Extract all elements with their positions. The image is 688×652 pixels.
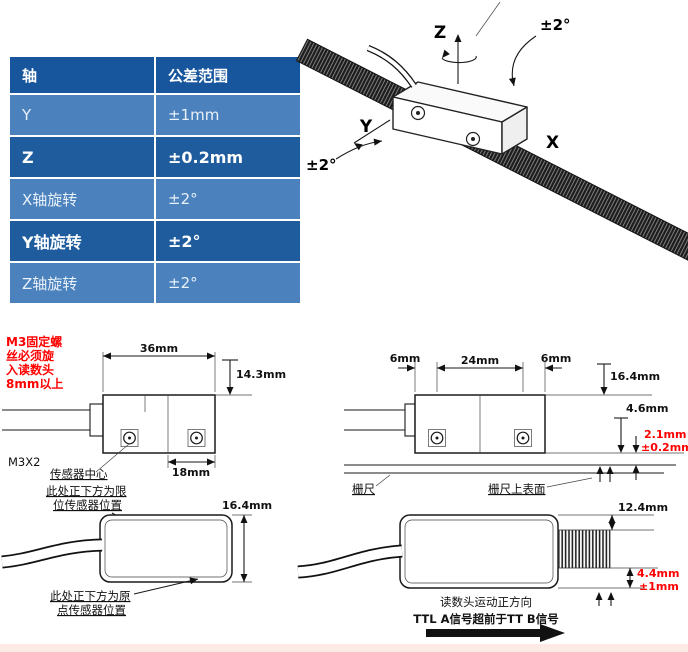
svg-text:16.4mm: 16.4mm <box>222 499 272 512</box>
x-rotation-tolerance: ±2° <box>508 16 571 87</box>
dim-36mm: 36mm <box>102 342 216 392</box>
limit-sensor-note: 位传感器位置 <box>53 498 122 512</box>
read-head-top-view <box>399 514 559 589</box>
dim-12-4mm: 12.4mm <box>558 501 668 531</box>
read-head-top-view <box>99 514 233 583</box>
top-view-right: 12.4mm 4.4mm ±1mm 读数头运动正方向 TTL A信号超 <box>297 501 679 642</box>
axis-cell: Y <box>10 95 154 135</box>
m3-note-line: 入读数头 <box>6 362 54 377</box>
svg-text:18mm: 18mm <box>172 466 210 479</box>
m3x2-label: M3X2 <box>8 455 40 469</box>
origin-sensor-note: 点传感器位置 <box>57 603 126 617</box>
table-row: X轴旋转 ±2° <box>10 179 300 219</box>
value-cell: ±0.2mm <box>156 137 300 177</box>
svg-text:36mm: 36mm <box>140 342 178 355</box>
origin-sensor-note: 此处正下方为原 <box>50 589 131 603</box>
svg-text:2.1mm: 2.1mm <box>644 428 686 441</box>
limit-sensor-note: 此处正下方为限 <box>46 484 127 498</box>
z-axis-label: Z <box>434 23 446 43</box>
page-footer-strip <box>0 644 688 652</box>
svg-text:14.3mm: 14.3mm <box>236 368 286 381</box>
table-row: Z轴旋转 ±2° <box>10 263 300 303</box>
sensor-center-label: 传感器中心 <box>50 467 108 481</box>
table-header-row: 轴 公差范围 <box>10 57 300 93</box>
dim-18mm: 18mm <box>167 455 216 479</box>
value-cell: ±1mm <box>156 95 300 135</box>
m3-note-line: 丝必须旋 <box>6 348 55 363</box>
dim-4-6mm: 4.6mm <box>614 402 668 453</box>
scale-grating <box>557 529 611 569</box>
scale-label: 栅尺 <box>352 482 375 496</box>
axis-cell: Y轴旋转 <box>10 221 154 261</box>
direction-arrow-icon <box>426 624 565 642</box>
svg-text:6mm: 6mm <box>541 352 572 365</box>
axis-cell: Z轴旋转 <box>10 263 154 303</box>
axis-cell: X轴旋转 <box>10 179 154 219</box>
scale-surface-label: 栅尺上表面 <box>488 482 546 496</box>
dim-16-4mm: 16.4mm <box>222 499 272 583</box>
read-head-box <box>366 44 528 155</box>
svg-text:6mm: 6mm <box>390 352 421 365</box>
svg-text:12.4mm: 12.4mm <box>618 501 668 514</box>
header-axis: 轴 <box>10 57 154 93</box>
tolerance-table: 轴 公差范围 Y ±1mm Z ±0.2mm X轴旋转 ±2° Y轴旋转 ±2° <box>8 55 302 305</box>
direction-label: 读数头运动正方向 <box>440 595 532 609</box>
axis-cell: Z <box>10 137 154 177</box>
scale-cross-section <box>344 464 676 482</box>
m3-note-line: 8mm以上 <box>6 376 63 391</box>
svg-text:4.6mm: 4.6mm <box>626 402 668 415</box>
header-tolerance: 公差范围 <box>156 57 300 93</box>
value-cell: ±2° <box>156 179 300 219</box>
dim-14-3mm: 14.3mm <box>215 359 286 396</box>
y-axis-label: Y <box>359 117 373 137</box>
tolerance-label: ±2° <box>306 156 337 174</box>
z-axis: Z <box>434 2 501 84</box>
side-view-right: 6mm 24mm 6mm 16.4mm 4.6mm <box>344 352 688 496</box>
table-row: Y ±1mm <box>10 95 300 135</box>
surface-pointer-arrows <box>595 592 615 606</box>
dim-4-4mm: 4.4mm ±1mm <box>558 567 679 593</box>
table-row: Z ±0.2mm <box>10 137 300 177</box>
value-cell: ±2° <box>156 263 300 303</box>
y-axis: Y <box>352 117 391 151</box>
svg-text:4.4mm: 4.4mm <box>637 567 679 580</box>
tolerance-label: ±2° <box>540 16 571 34</box>
x-axis-label: X <box>546 133 559 153</box>
y-rotation-tolerance: ±2° <box>306 137 383 174</box>
side-view-left: M3固定螺 丝必须旋 入读数头 8mm以上 <box>2 334 286 547</box>
svg-text:16.4mm: 16.4mm <box>610 370 660 383</box>
dim-gap-2-1mm: 2.1mm ±0.2mm <box>545 428 688 480</box>
isometric-axes-diagram: Z ±2° Y ±2° X <box>295 2 688 264</box>
m3-note-line: M3固定螺 <box>6 334 62 349</box>
dim-6-24-6: 6mm 24mm 6mm <box>390 352 572 392</box>
table-row: Y轴旋转 ±2° <box>10 221 300 261</box>
value-cell: ±2° <box>156 221 300 261</box>
dimension-drawings: M3固定螺 丝必须旋 入读数头 8mm以上 <box>1 334 688 642</box>
svg-text:±0.2mm: ±0.2mm <box>641 441 688 454</box>
svg-text:±1mm: ±1mm <box>639 580 679 593</box>
top-view-left: 16.4mm 此处正下方为原 点传感器位置 <box>1 499 272 617</box>
dim-16-4mm: 16.4mm <box>545 363 660 396</box>
svg-text:24mm: 24mm <box>461 354 499 367</box>
read-head-body <box>102 394 216 454</box>
ttl-label: TTL A信号超前于TT B信号 <box>413 612 558 626</box>
